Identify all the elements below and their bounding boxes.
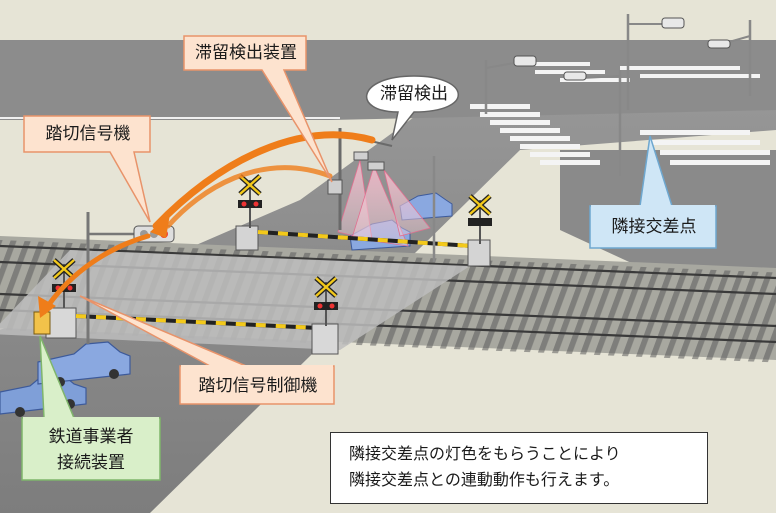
note-line-2: 隣接交差点との連動動作も行えます。 [349, 470, 620, 489]
label-detection: 滞留検出 [380, 84, 448, 104]
label-railway-connection-line2: 接続装置 [57, 453, 125, 473]
barrier-front [45, 307, 339, 355]
detector-head-1 [353, 151, 369, 161]
callout-detection [366, 75, 459, 141]
label-adjacent-intersection: 隣接交差点 [611, 217, 697, 237]
detector-controller-box [327, 179, 343, 195]
label-railway-connection: 鉄道事業者 接続装置 [26, 420, 156, 480]
note-box: 隣接交差点の灯色をもらうことにより 隣接交差点との連動動作も行えます。 [330, 432, 708, 504]
callout-adjacent-intersection [589, 135, 717, 249]
callout-railway-connection [21, 335, 161, 481]
intersection-signal-poles [432, 14, 752, 262]
arrow-head-connection [38, 296, 56, 318]
barrier-back [235, 225, 491, 267]
crossing-warning-post-2 [468, 194, 492, 244]
car-front-2 [37, 341, 131, 387]
detection-beams [337, 159, 431, 247]
crossing-warning-post-1 [238, 174, 262, 228]
zebra-crossing-top [470, 104, 600, 165]
label-signal-controller: 踏切信号制御機 [198, 376, 318, 396]
label-detector-device: 滞留検出装置 [195, 43, 297, 63]
communication-arrows [41, 131, 376, 315]
callout-detector-device [183, 35, 333, 183]
callout-crossing-signal [23, 115, 151, 223]
label-crossing-signal: 踏切信号機 [45, 124, 131, 144]
detector-head-2 [367, 161, 385, 171]
zebra-crossing-right [640, 130, 770, 165]
crossing-warning-post-3 [314, 276, 338, 326]
callout-signal-controller [79, 295, 335, 405]
intersection-signal-heads [513, 17, 731, 81]
note-line-1: 隣接交差点の灯色をもらうことにより [349, 444, 621, 463]
arrow-head-signal [150, 214, 170, 238]
crossing-paving [0, 250, 470, 350]
label-railway-connection-line1: 鉄道事業者 [48, 427, 134, 447]
